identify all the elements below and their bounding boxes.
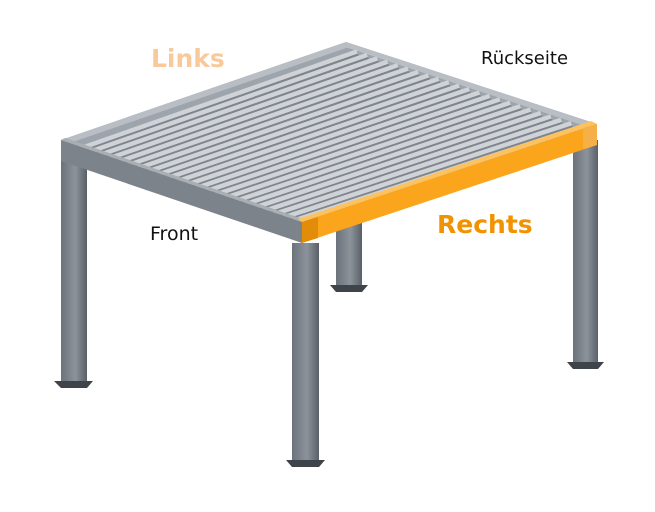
roof-slat — [125, 66, 409, 168]
roof-slat — [262, 114, 552, 214]
roof-slat-shadow — [215, 101, 502, 199]
label-rueckseite: Rückseite — [481, 48, 569, 69]
roof-slat — [106, 59, 389, 162]
roof-slat — [253, 110, 542, 210]
roof-slat — [155, 76, 440, 178]
roof-slat-shadow — [234, 108, 523, 206]
roof-slat-shadow — [195, 94, 482, 193]
roof-slat-shadow — [117, 67, 400, 167]
roof-slat-shadow — [244, 111, 533, 209]
roof-slat-shadow — [176, 87, 461, 186]
roof-slat-shadow — [146, 77, 431, 177]
roof-slat — [164, 80, 450, 181]
roof-slat — [213, 97, 501, 197]
label-front: Front — [150, 223, 199, 245]
roof-slat-shadow — [107, 63, 390, 164]
roof-slat-shadow — [156, 80, 441, 180]
roof-slats — [76, 49, 584, 225]
roof-slat — [135, 69, 419, 171]
roof-slat-shadow — [254, 115, 543, 212]
roof-slat-shadow — [137, 74, 420, 173]
right-beam-highlight — [302, 124, 597, 243]
roof-frame — [61, 42, 597, 243]
roof-slat-shadow — [88, 57, 369, 157]
roof-slat — [184, 87, 470, 188]
roof-slat-shadow — [225, 104, 512, 203]
roof-slat — [76, 49, 358, 152]
label-links: Links — [151, 44, 225, 73]
post-back-right — [567, 140, 604, 369]
post-front-corner — [286, 243, 325, 467]
roof-slat-shadow — [205, 98, 492, 196]
roof-slat — [96, 56, 379, 158]
roof-slat-shadow — [264, 118, 553, 216]
roof-slat — [115, 63, 399, 165]
roof-slat-shadow — [97, 60, 380, 160]
roof-slat — [223, 100, 511, 201]
roof-slat-shadow — [78, 53, 359, 154]
roof-slat — [145, 73, 430, 175]
roof-slat — [204, 93, 491, 194]
roof-slat — [86, 52, 368, 155]
roof-slat — [194, 90, 481, 191]
post-front-left — [54, 160, 93, 388]
roof-slat-shadow — [274, 121, 563, 219]
roof-slat — [272, 117, 562, 217]
roof-slat — [233, 104, 522, 204]
roof-slat-shadow — [186, 91, 471, 190]
roof-slat — [174, 83, 460, 184]
roof-slat — [282, 121, 573, 220]
roof-slat-shadow — [283, 125, 574, 222]
roof-slat — [243, 107, 532, 207]
roof-slat-shadow — [166, 84, 451, 183]
roof-slat-shadow — [127, 70, 410, 170]
label-rechts: Rechts — [437, 210, 533, 239]
